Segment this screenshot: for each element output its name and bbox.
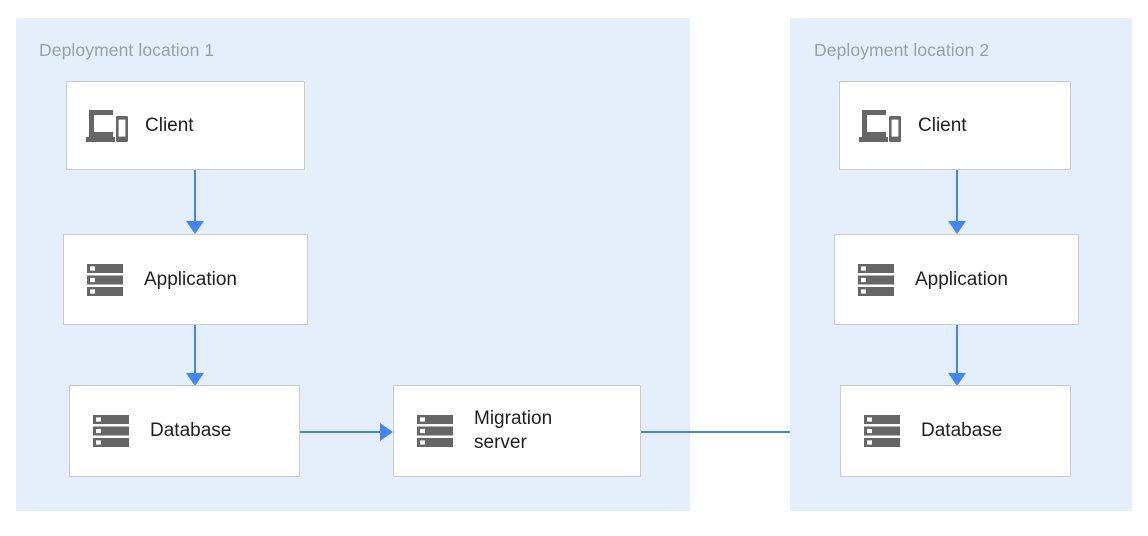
arrowhead-icon <box>186 221 204 234</box>
server-icon <box>863 412 901 450</box>
node-label: Database <box>921 420 1003 441</box>
node-label: Client <box>918 114 967 136</box>
server-icon <box>92 412 130 450</box>
node-application-location-1[interactable]: Application <box>63 234 308 325</box>
node-label: Migration server <box>474 408 553 453</box>
node-application-location-2[interactable]: Application <box>834 234 1079 325</box>
node-label: Application <box>144 268 237 290</box>
connector-line <box>956 325 958 374</box>
node-migration-server[interactable]: Migration server <box>393 385 641 477</box>
devices-icon <box>858 106 902 146</box>
server-icon <box>86 261 124 299</box>
connector-application-to-database-location-1 <box>185 325 205 387</box>
node-database-location-1[interactable]: Database <box>69 385 300 477</box>
connector-line <box>956 170 958 222</box>
node-label: Database <box>150 420 232 441</box>
zone-label-deployment-location-1: Deployment location 1 <box>39 40 215 60</box>
node-label: Client <box>145 114 194 136</box>
connector-line <box>194 170 196 222</box>
connector-client-to-application-location-1 <box>185 170 205 234</box>
arrowhead-icon <box>948 221 966 234</box>
node-label: Application <box>915 268 1008 290</box>
connector-line <box>641 431 828 433</box>
connector-line <box>194 325 196 374</box>
server-icon <box>416 412 454 450</box>
arrowhead-icon <box>380 423 393 441</box>
node-client-location-2[interactable]: Client <box>839 81 1071 170</box>
arrowhead-icon <box>186 373 204 386</box>
server-icon <box>857 261 895 299</box>
zone-label-deployment-location-2: Deployment location 2 <box>814 40 990 60</box>
connector-database-to-migration-server <box>300 422 393 442</box>
node-client-location-1[interactable]: Client <box>66 81 305 170</box>
node-database-location-2[interactable]: Database <box>840 385 1071 477</box>
devices-icon <box>85 106 129 146</box>
connector-application-to-database-location-2 <box>947 325 967 387</box>
connector-line <box>300 431 381 433</box>
connector-client-to-application-location-2 <box>947 170 967 234</box>
arrowhead-icon <box>948 373 966 386</box>
